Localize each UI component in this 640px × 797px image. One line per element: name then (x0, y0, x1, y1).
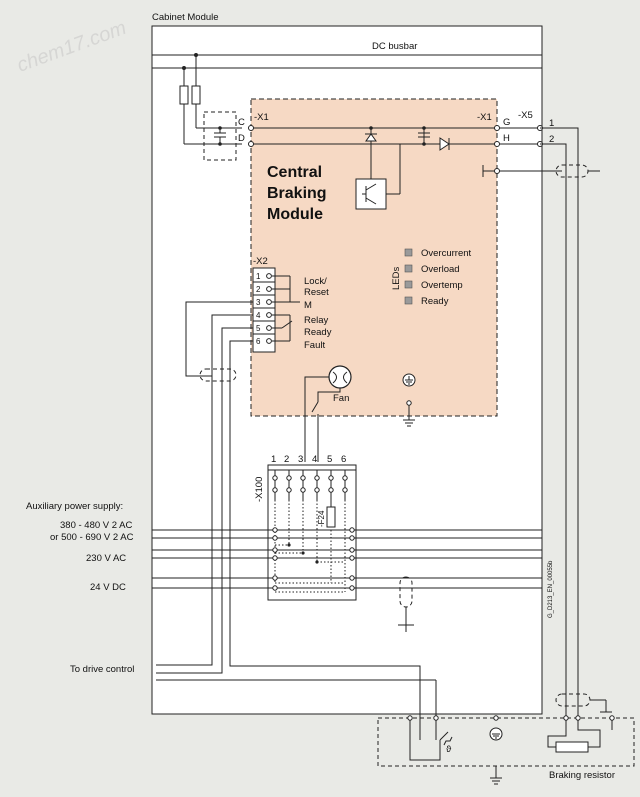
fan-label: Fan (333, 393, 349, 404)
fan-symbol (328, 365, 352, 389)
x2-fault-label: Fault (304, 340, 325, 351)
x2-terminal-5: 5 (256, 324, 261, 333)
x100-terminal-6: 6 (341, 454, 346, 465)
x2-relay-label: Relay (304, 315, 329, 326)
central-braking-module (250, 98, 498, 417)
d-terminal-label: D (238, 133, 245, 144)
led-overload-label: Overload (421, 264, 460, 275)
led-overload (404, 264, 413, 273)
x2-terminal-2: 2 (256, 285, 261, 294)
x2-terminal-6: 6 (256, 337, 261, 346)
drive-control-label: To drive control (70, 664, 134, 675)
x5-terminal-1: 1 (549, 118, 554, 129)
h-terminal-label: H (503, 133, 510, 144)
capacitor-box (203, 111, 237, 161)
led-overcurrent (404, 248, 413, 257)
watermark: chem17.com (14, 17, 129, 77)
x2-terminals: 1 2 3 4 5 6 (256, 272, 261, 346)
x2-reset-label: Reset (304, 287, 329, 298)
cabinet-title: Cabinet Module (152, 12, 219, 23)
x5-label: -X5 (518, 110, 533, 121)
c-terminal-label: C (238, 117, 245, 128)
x100-terminal-5: 5 (327, 454, 332, 465)
leds-label: LEDs (391, 267, 402, 290)
x2-terminal-1: 1 (256, 272, 261, 281)
g-terminal-label: G (503, 117, 510, 128)
x1-left-label: -X1 (254, 112, 269, 123)
thermal-switch-symbol: ϑ (446, 744, 452, 755)
igbt-switch (355, 178, 387, 210)
x100-rail-connections (272, 527, 355, 591)
x100-terminal-columns (272, 470, 348, 592)
led-overcurrent-label: Overcurrent (421, 248, 472, 259)
dc-busbar-label: DC busbar (372, 41, 417, 52)
led-overtemp-label: Overtemp (421, 280, 463, 291)
x5-terminal-2: 2 (549, 134, 554, 145)
x2-lock-label: Lock/ (304, 276, 327, 287)
x5-wire-2 (540, 143, 567, 718)
module-title-line-2: Braking (267, 185, 327, 202)
supply-ac1-line2: or 500 - 690 V 2 AC (50, 532, 134, 543)
x100-terminal-block (267, 464, 357, 601)
led-overtemp (404, 280, 413, 289)
busbar-fuse (179, 85, 189, 105)
x2-terminal-3: 3 (256, 298, 261, 307)
led-ready-label: Ready (421, 296, 449, 307)
x2-wire-m (156, 314, 253, 666)
x100-terminal-4: 4 (312, 454, 317, 465)
x2-ready-label: Ready (304, 327, 332, 338)
x2-terminal-4: 4 (256, 311, 261, 320)
x2-wire-relay (156, 327, 253, 674)
supply-230v: 230 V AC (86, 553, 126, 564)
shield-cable-resistor (555, 693, 591, 707)
x1-right-label: -X1 (477, 112, 492, 123)
x2-wire-fault (229, 340, 421, 740)
x2-label: -X2 (253, 256, 268, 267)
x2-m-label: M (304, 300, 312, 311)
x100-terminal-2: 2 (284, 454, 289, 465)
supply-title: Auxiliary power supply: (26, 501, 123, 512)
module-title-line-3: Module (267, 206, 323, 223)
supply-rails (152, 529, 542, 589)
series-diode (439, 137, 450, 151)
freewheel-diode (365, 133, 377, 142)
led-ready (404, 296, 413, 305)
fuse-f24-label: -F24 (317, 510, 326, 527)
braking-resistor (555, 741, 589, 753)
braking-resistor-label: Braking resistor (549, 770, 615, 781)
document-id: G_D213_EN_00055b (548, 560, 554, 618)
x100-label: -X100 (254, 477, 265, 502)
braking-resistor-enclosure (377, 717, 635, 767)
fuse-f24 (326, 506, 336, 528)
supply-24v: 24 V DC (90, 582, 126, 593)
supply-ac1-line1: 380 - 480 V 2 AC (60, 520, 132, 531)
module-title-line-1: Central (267, 164, 322, 181)
x5-wire-1 (540, 127, 579, 718)
x100-terminal-3: 3 (298, 454, 303, 465)
busbar-fuse (191, 85, 201, 105)
x2-wire-lock (185, 301, 253, 377)
x100-terminal-numbers: 1 2 3 4 5 6 (271, 454, 346, 465)
x100-terminal-1: 1 (271, 454, 276, 465)
